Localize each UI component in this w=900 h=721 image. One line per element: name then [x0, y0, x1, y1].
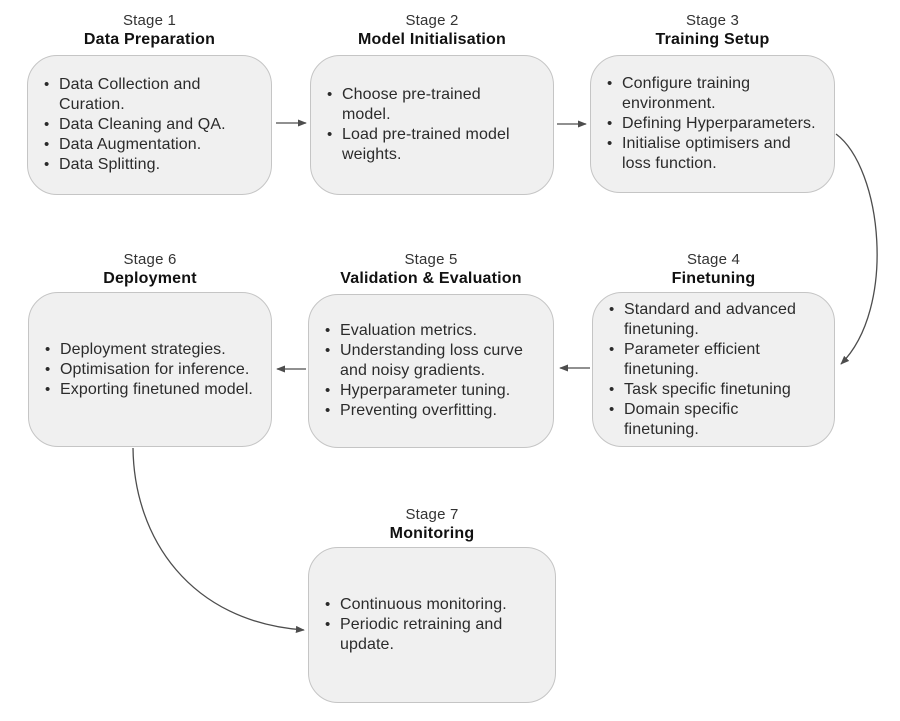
bullet-item: • Configure training environment.	[607, 74, 826, 114]
stage-6-label: Stage 6	[123, 251, 177, 268]
stage-6-title: Stage 6 Deployment	[28, 250, 272, 288]
bullet-text: Preventing overfitting.	[340, 402, 498, 419]
stage-5-label: Stage 5	[404, 251, 458, 268]
bullet-dot: •	[325, 402, 331, 419]
bullet-text: Hyperparameter tuning.	[340, 382, 511, 399]
stage-1-label: Stage 1	[122, 12, 177, 29]
bullet-dot: •	[45, 340, 51, 358]
bullet-text: Periodic retraining and update.	[340, 616, 503, 653]
bullet-text: Parameter efficient finetuning.	[624, 340, 760, 378]
bullet-item: • Understanding loss curve and noisy gra…	[325, 341, 545, 381]
bullet-item: • Choose pre-trained model.	[327, 85, 545, 125]
bullet-dot: •	[325, 322, 331, 339]
arrow-stage6-to-stage7	[132, 447, 305, 634]
bullet-dot: •	[45, 380, 51, 398]
bullet-item: • Task specific finetuning	[609, 380, 826, 400]
bullet-dot: •	[44, 116, 50, 133]
stage-7-label: Stage 7	[405, 506, 459, 523]
stage-2-title: Stage 2 Model Initialisation	[310, 11, 554, 49]
stage-4-name: Finetuning	[671, 270, 756, 287]
stage-2-name: Model Initialisation	[357, 31, 506, 48]
bullet-item: • Data Augmentation.	[44, 135, 263, 155]
bullet-dot: •	[607, 75, 613, 92]
bullet-item: • Standard and advanced finetuning.	[609, 300, 826, 340]
bullet-item: • Preventing overfitting.	[325, 401, 545, 421]
bullet-item: • Continuous monitoring.	[325, 595, 547, 615]
bullet-item: • Optimisation for inference.	[45, 360, 263, 380]
bullet-item: • Data Collection and Curation.	[44, 75, 263, 115]
bullet-text: Choose pre-trained model.	[342, 86, 481, 123]
bullet-dot: •	[325, 616, 331, 633]
bullet-item: • Evaluation metrics.	[325, 321, 545, 341]
stage-7-name: Monitoring	[389, 525, 475, 542]
bullet-dot: •	[609, 400, 615, 418]
stage-1-name: Data Preparation	[83, 31, 216, 48]
stage-6-name: Deployment	[103, 270, 197, 287]
stage-7-title: Stage 7 Monitoring	[308, 505, 556, 543]
bullet-text: Data Splitting.	[59, 156, 161, 173]
stage-6-box: • Deployment strategies. • Optimisation …	[28, 292, 272, 447]
stage-3-box: • Configure training environment. • Defi…	[590, 55, 835, 193]
stage-3-label: Stage 3	[685, 12, 740, 29]
bullet-item: • Load pre-trained model weights.	[327, 125, 545, 165]
bullet-text: Data Collection and Curation.	[59, 76, 201, 113]
bullet-text: Evaluation metrics.	[340, 322, 478, 339]
stage-5-name: Validation & Evaluation	[340, 270, 522, 287]
bullet-text: Exporting finetuned model.	[60, 380, 253, 398]
stage-3-name: Training Setup	[655, 31, 770, 48]
bullet-dot: •	[45, 360, 51, 378]
bullet-text: Initialise optimisers and loss function.	[622, 135, 791, 172]
stage-5-box: • Evaluation metrics. • Understanding lo…	[308, 294, 554, 448]
bullet-item: • Defining Hyperparameters.	[607, 114, 826, 134]
bullet-text: Data Cleaning and QA.	[59, 116, 226, 133]
arrow-stage3-to-stage4	[835, 133, 878, 365]
bullet-item: • Data Splitting.	[44, 155, 263, 175]
bullet-dot: •	[609, 340, 615, 358]
bullet-dot: •	[44, 76, 50, 93]
bullet-dot: •	[44, 156, 50, 173]
bullet-text: Configure training environment.	[622, 75, 751, 112]
bullet-item: • Parameter efficient finetuning.	[609, 340, 826, 380]
bullet-text: Standard and advanced finetuning.	[624, 300, 797, 338]
stage-3-title: Stage 3 Training Setup	[590, 11, 835, 49]
bullet-text: Domain specific finetuning.	[624, 400, 739, 438]
stage-1-title: Stage 1 Data Preparation	[27, 11, 272, 49]
bullet-dot: •	[44, 136, 50, 153]
bullet-dot: •	[325, 596, 331, 613]
bullet-text: Load pre-trained model weights.	[342, 126, 510, 163]
bullet-dot: •	[327, 86, 333, 103]
bullet-text: Task specific finetuning	[624, 380, 791, 398]
stage-4-label: Stage 4	[686, 251, 741, 268]
bullet-item: • Deployment strategies.	[45, 340, 263, 360]
bullet-text: Understanding loss curve and noisy gradi…	[340, 342, 523, 379]
stage-4-title: Stage 4 Finetuning	[592, 250, 835, 288]
bullet-dot: •	[607, 115, 613, 132]
bullet-item: • Data Cleaning and QA.	[44, 115, 263, 135]
bullet-dot: •	[325, 342, 331, 359]
bullet-text: Continuous monitoring.	[340, 596, 507, 613]
stage-5-title: Stage 5 Validation & Evaluation	[308, 250, 554, 288]
bullet-text: Optimisation for inference.	[60, 360, 250, 378]
stage-2-box: • Choose pre-trained model. • Load pre-t…	[310, 55, 554, 195]
bullet-dot: •	[609, 300, 615, 318]
stage-2-label: Stage 2	[405, 12, 459, 29]
stage-1-box: • Data Collection and Curation. • Data C…	[27, 55, 272, 195]
bullet-text: Defining Hyperparameters.	[622, 115, 816, 132]
bullet-dot: •	[325, 382, 331, 399]
bullet-item: • Hyperparameter tuning.	[325, 381, 545, 401]
bullet-dot: •	[327, 126, 333, 143]
bullet-text: Data Augmentation.	[59, 136, 202, 153]
bullet-text: Deployment strategies.	[60, 340, 226, 358]
bullet-item: • Domain specific finetuning.	[609, 400, 826, 440]
stage-7-box: • Continuous monitoring. • Periodic retr…	[308, 547, 556, 703]
stage-4-box: • Standard and advanced finetuning. • Pa…	[592, 292, 835, 447]
bullet-item: • Initialise optimisers and loss functio…	[607, 134, 826, 174]
bullet-dot: •	[609, 380, 615, 398]
bullet-dot: •	[607, 135, 613, 152]
bullet-item: • Periodic retraining and update.	[325, 615, 547, 655]
bullet-item: • Exporting finetuned model.	[45, 380, 263, 400]
